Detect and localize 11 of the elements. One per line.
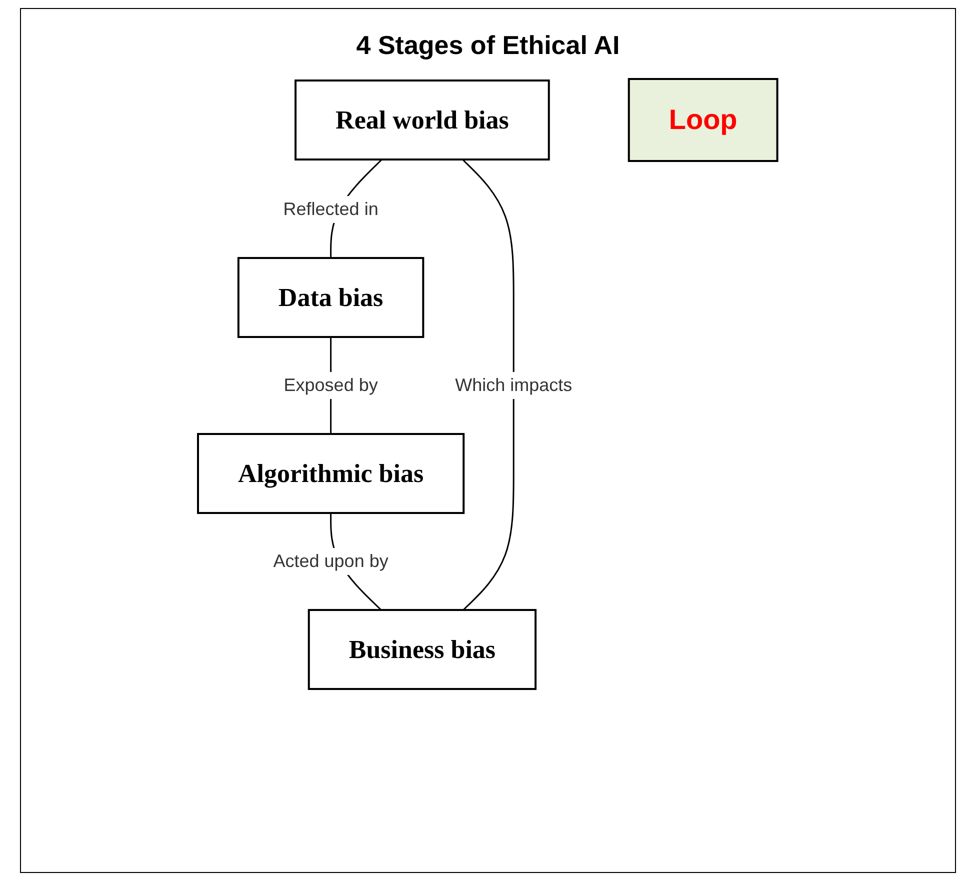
edge-label: Which impacts [455, 374, 572, 395]
node-box: Loop [628, 78, 779, 162]
node-box: Real world bias [294, 80, 550, 160]
node-box: Data bias [238, 257, 425, 338]
connector [462, 158, 515, 611]
edge-label: Acted upon by [274, 550, 389, 571]
node-box: Business bias [308, 608, 537, 690]
diagram-title: 4 Stages of Ethical AI [356, 30, 620, 61]
node-box: Algorithmic bias [197, 433, 465, 514]
edge-label: Exposed by [284, 374, 378, 395]
edge-label: Reflected in [284, 198, 379, 219]
